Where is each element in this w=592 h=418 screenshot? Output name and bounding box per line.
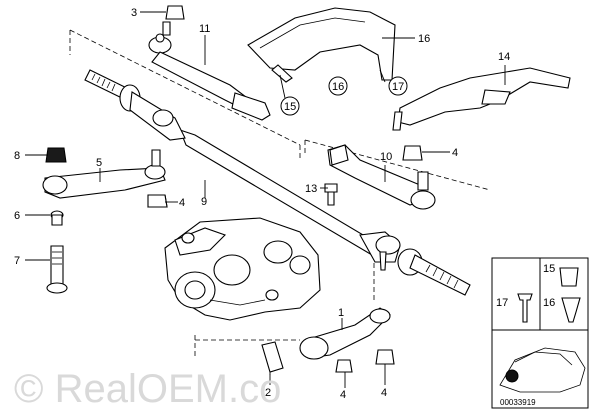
tie-rod-end-10: [327, 144, 436, 210]
heat-shield-13: [392, 67, 571, 131]
screw-17: [517, 293, 533, 323]
heat-shield-14: [247, 7, 396, 83]
pitman-arm-5: [42, 147, 168, 294]
watermark: © RealOEM.co: [14, 367, 281, 411]
callout-circle-16: [328, 76, 348, 96]
callout-12: 13: [305, 183, 317, 195]
callout-7: 7: [14, 255, 20, 267]
callout-8: 8: [14, 150, 20, 162]
callout-4-bottom: 4: [381, 387, 387, 399]
callout-circle-15: [280, 96, 300, 116]
callout-3: 4: [340, 389, 346, 401]
car-silhouette: [499, 347, 586, 393]
callout-11: 11: [199, 23, 210, 35]
clip-nut-15: [559, 267, 579, 287]
hardware: [147, 5, 423, 208]
callout-4-top: 3: [131, 7, 137, 19]
inset-label-16: 16: [543, 297, 555, 309]
callout-10: 10: [380, 151, 392, 163]
callout-9: 9: [201, 196, 207, 208]
location-marker-icon: [505, 369, 519, 383]
callout-15: 15: [284, 101, 296, 113]
clip-16: [561, 297, 581, 323]
callout-13: 14: [498, 51, 510, 63]
callout-4-left: 4: [179, 197, 185, 209]
callout-circle-17: [388, 76, 408, 96]
steering-gear-box: [164, 217, 321, 321]
callout-2: 2: [265, 387, 271, 399]
callout-16: 16: [332, 81, 344, 93]
callout-5: 5: [96, 157, 102, 169]
inset-panel: 15 16 17 00033919: [491, 257, 589, 409]
callout-4-right: 4: [452, 147, 458, 159]
inset-label-17: 17: [496, 297, 508, 309]
leader-lines: [25, 11, 506, 388]
inset-label-15: 15: [543, 263, 555, 275]
callout-6: 6: [14, 210, 20, 222]
callout-14: 16: [418, 33, 430, 45]
tie-rod-9: [84, 69, 471, 296]
tie-rod-end-11: [148, 21, 271, 121]
callout-1: 1: [338, 307, 344, 319]
diagram-code: 00033919: [500, 398, 536, 407]
drop-arm-1: [261, 307, 395, 373]
callout-17: 17: [392, 81, 404, 93]
